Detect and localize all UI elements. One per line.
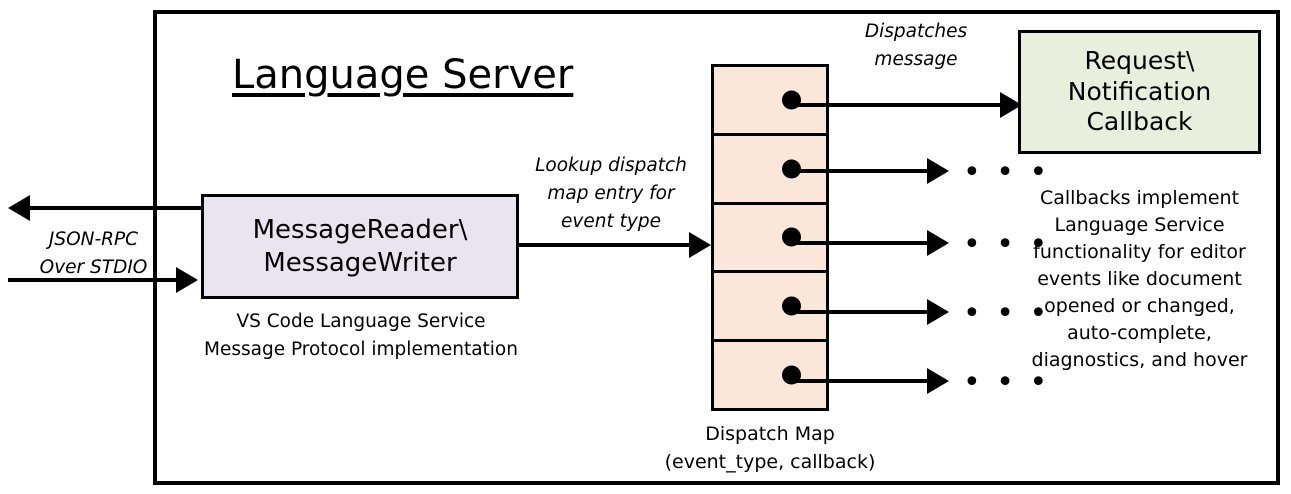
- lookup-connector-arrowhead: [689, 232, 711, 258]
- jsonrpc-in-arrowhead: [176, 267, 198, 293]
- callback-caption: Callbacks implement Language Service fun…: [1012, 185, 1267, 374]
- jsonrpc-in-line: [8, 278, 178, 282]
- lookup-connector-line: [519, 243, 691, 247]
- dispatch-map-row[interactable]: [714, 67, 826, 136]
- callback-caption-line1: Callbacks implement: [1039, 187, 1240, 209]
- lookup-label-line2: map entry for: [547, 182, 675, 204]
- callback-caption-line2: Language Service: [1054, 213, 1225, 236]
- dispatch-map-row[interactable]: [714, 205, 826, 274]
- dispatches-label-line2: message: [874, 48, 958, 70]
- callback-caption-line4: events like document: [1037, 267, 1242, 290]
- dispatch-map-caption-line1: Dispatch Map: [705, 423, 835, 445]
- language-server-frame: [153, 10, 1280, 485]
- dispatches-label-line1: Dispatches: [864, 21, 968, 42]
- dispatches-message-label: Dispatches message: [836, 18, 996, 74]
- dispatch-map-row[interactable]: [714, 136, 826, 205]
- dispatch-row5-line: [789, 379, 929, 383]
- dispatch-row5-arrowhead: [927, 368, 949, 394]
- jsonrpc-out-arrowhead: [8, 195, 30, 221]
- jsonrpc-label-line1: JSON-RPC: [48, 229, 139, 250]
- dispatch-row3-line: [789, 241, 929, 245]
- callback-label-line1: Request\: [1084, 46, 1195, 76]
- message-reader-caption-line1: VS Code Language Service: [236, 311, 486, 332]
- dispatch-map-table[interactable]: [711, 64, 829, 411]
- message-reader-writer-box[interactable]: MessageReader\ MessageWriter: [201, 194, 519, 299]
- lookup-label-line3: event type: [561, 210, 661, 232]
- callback-label-line3: Callback: [1086, 107, 1193, 137]
- dispatch-row1-line: [789, 103, 1004, 107]
- message-writer-label: MessageWriter: [263, 247, 457, 278]
- dispatch-row5-ellipsis: • • •: [963, 365, 1051, 400]
- message-reader-caption-line2: Message Protocol implementation: [204, 338, 518, 360]
- dispatch-row1-arrowhead: [1000, 92, 1022, 118]
- callback-caption-line7: diagnostics, and hover: [1031, 348, 1248, 371]
- dispatch-map-row[interactable]: [714, 342, 826, 408]
- dispatch-entry-dot-icon: [782, 159, 801, 179]
- jsonrpc-label-line2: Over STDIO: [39, 256, 148, 278]
- dispatch-row2-ellipsis: • • •: [963, 155, 1051, 190]
- dispatch-map-caption-line2: (event_type, callback): [664, 450, 876, 473]
- callback-label-line2: Notification: [1067, 76, 1212, 106]
- jsonrpc-label: JSON-RPC Over STDIO: [31, 226, 156, 282]
- page-title: Language Server: [232, 52, 574, 98]
- callback-caption-line6: auto-complete,: [1067, 321, 1212, 344]
- dispatch-row2-line: [789, 169, 929, 173]
- jsonrpc-out-line: [30, 206, 210, 210]
- lookup-dispatch-label: Lookup dispatch map entry for event type: [521, 152, 701, 235]
- dispatch-map-row[interactable]: [714, 273, 826, 343]
- dispatch-map-caption: Dispatch Map (event_type, callback): [640, 421, 900, 476]
- dispatch-row2-arrowhead: [927, 158, 949, 184]
- dispatch-row4-line: [789, 310, 929, 314]
- dispatch-row3-arrowhead: [927, 230, 949, 256]
- callback-caption-line5: opened or changed,: [1044, 294, 1235, 317]
- lookup-label-line1: Lookup dispatch: [535, 155, 687, 176]
- dispatch-row4-ellipsis: • • •: [963, 296, 1051, 331]
- dispatch-row4-arrowhead: [927, 299, 949, 325]
- message-reader-label: MessageReader\: [252, 215, 468, 245]
- dispatch-row3-ellipsis: • • •: [963, 227, 1051, 262]
- request-notification-callback-box[interactable]: Request\ Notification Callback: [1018, 30, 1261, 154]
- message-reader-caption: VS Code Language Service Message Protoco…: [196, 308, 526, 364]
- callback-caption-line3: functionality for editor: [1033, 240, 1246, 263]
